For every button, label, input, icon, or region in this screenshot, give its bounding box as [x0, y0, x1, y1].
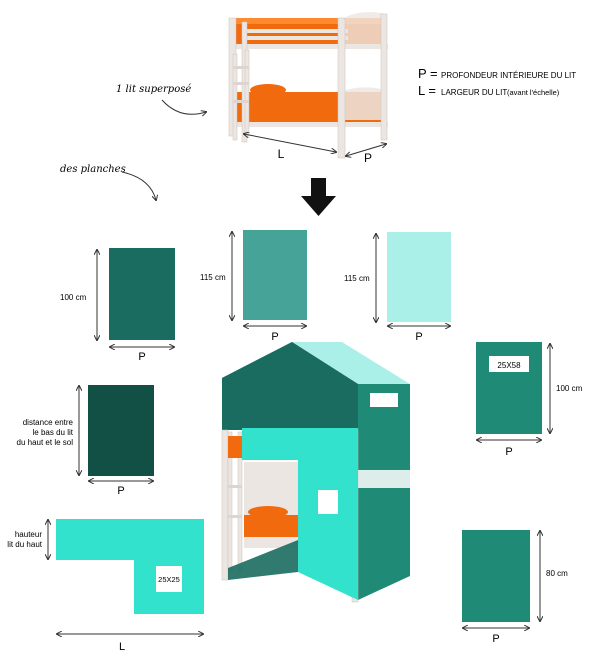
panel-3-width-label: P: [415, 331, 422, 343]
assembled-house-bed: [221, 342, 410, 603]
panel-6-height-line-2: lit du haut: [7, 540, 42, 549]
legend-l-desc: LARGEUR DU LIT: [441, 88, 507, 97]
bed-depth-arrow: [346, 144, 386, 156]
panel-4-height-line-1: distance entre: [23, 418, 74, 427]
panel-6-cutout: [156, 566, 182, 592]
panel-2-height-label: 115 cm: [200, 273, 226, 282]
side-window: [370, 393, 398, 407]
panel-4: distance entre le bas du lit du haut et …: [17, 385, 154, 497]
panel-3: 115 cm P: [344, 232, 451, 343]
pillow: [250, 84, 286, 96]
legend-p-key: P =: [418, 66, 438, 81]
panel-5-plank: [476, 342, 542, 434]
panel-6: 25X25 hauteur lit du haut L: [7, 519, 204, 653]
panel-7: 80 cm P: [462, 530, 568, 645]
panel-5-cutout-label: 25X58: [497, 361, 521, 370]
front-gable-panel: [222, 342, 358, 430]
lower-mattress: [244, 515, 298, 537]
legend-l-note: (avant l'échelle): [507, 88, 560, 97]
panel-4-width-label: P: [117, 485, 124, 497]
bed-depth-label: P: [364, 151, 372, 165]
panel-6-cutout-label: 25X25: [158, 575, 180, 584]
panel-1-height-label: 100 cm: [60, 293, 87, 302]
side-panel: [358, 384, 410, 600]
big-down-arrow-icon: [301, 178, 336, 216]
panel-6-width-label: L: [119, 641, 125, 653]
panel-3-height-label: 115 cm: [344, 274, 370, 283]
panel-1-width-label: P: [138, 351, 145, 363]
panel-4-height-line-2: le bas du lit: [33, 428, 74, 437]
panel-1: 100 cm P: [60, 248, 175, 363]
bed-width-label: L: [278, 147, 285, 161]
planks-annotation: des planches: [60, 164, 126, 175]
panel-5-width-label: P: [505, 446, 512, 458]
panel-4-height-line-3: du haut et le sol: [17, 438, 74, 447]
panel-1-plank: [109, 248, 175, 340]
panel-5: 25X58 100 cm P: [476, 342, 583, 458]
panel-6-height-line-1: hauteur: [15, 530, 42, 539]
panel-7-plank: [462, 530, 530, 622]
bunk-bed-annotation: 1 lit superposé: [116, 84, 191, 95]
panel-2-width-label: P: [271, 331, 278, 343]
lower-pillow: [248, 506, 288, 518]
panel-2: 115 cm P: [200, 230, 307, 343]
bunk-bed-illustration: [228, 12, 388, 159]
panel-2-plank: [243, 230, 307, 320]
legend-l-key: L =: [418, 83, 436, 98]
bed-width-arrow: [244, 134, 336, 152]
panel-7-width-label: P: [492, 633, 499, 645]
panel-4-plank: [88, 385, 154, 476]
front-window: [318, 490, 338, 514]
legend-p-desc: PROFONDEUR INTÉRIEURE DU LIT: [441, 71, 576, 80]
bunk-bed-arrow: [161, 99, 206, 114]
front-panel: [242, 428, 358, 600]
legend: P = PROFONDEUR INTÉRIEURE DU LIT L = LAR…: [418, 66, 576, 98]
panel-7-height-label: 80 cm: [546, 569, 568, 578]
planks-arrow: [121, 171, 156, 200]
panel-5-height-label: 100 cm: [556, 384, 583, 393]
panel-5-cutout: [489, 356, 529, 372]
panel-3-plank: [387, 232, 451, 322]
roof-right-panel: [292, 342, 410, 384]
